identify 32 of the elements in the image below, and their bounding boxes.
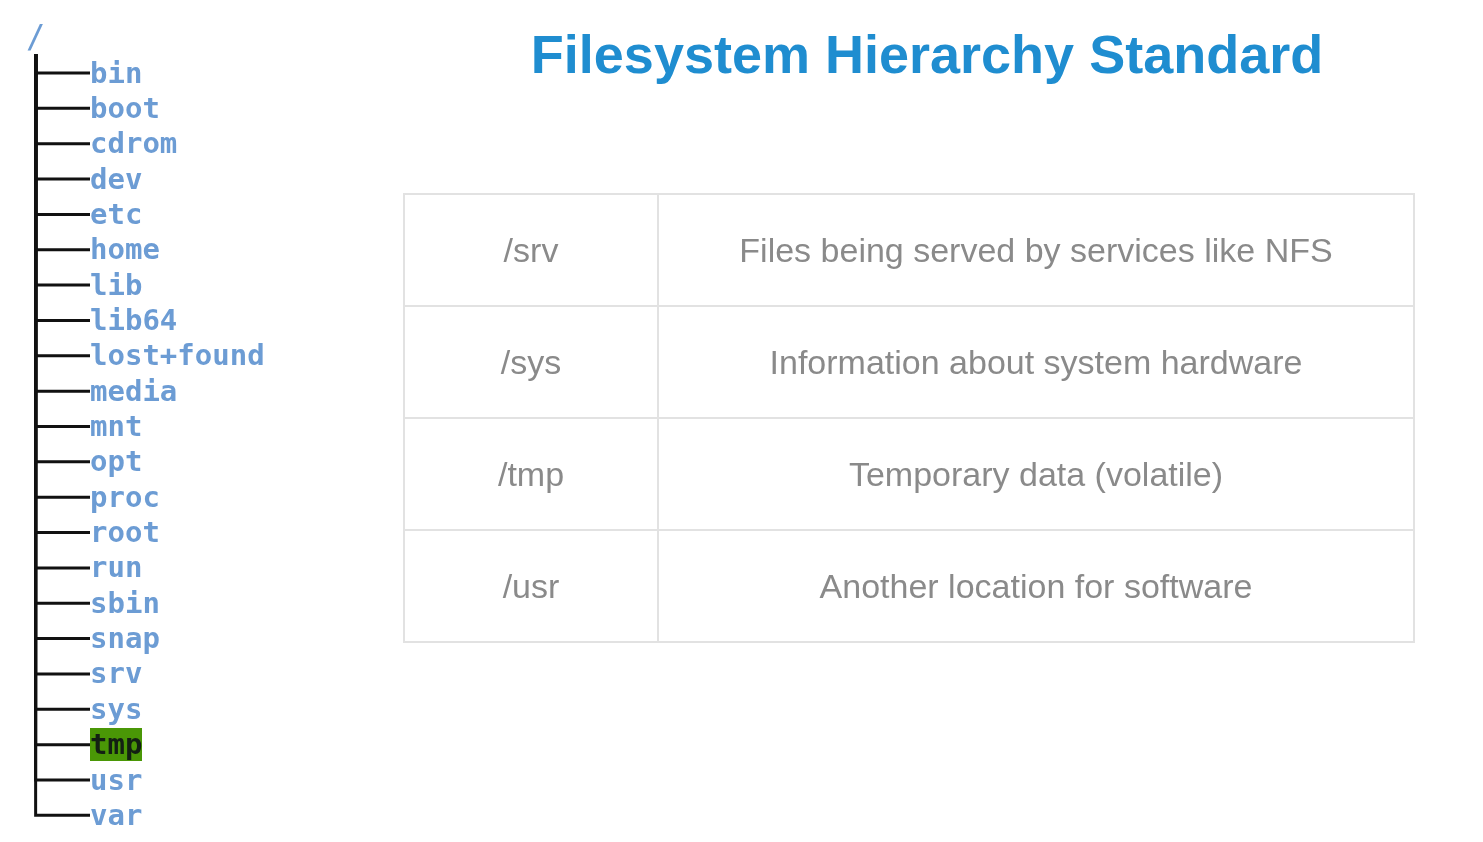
directory-name: sbin — [90, 586, 160, 620]
directory-name: proc — [90, 480, 160, 514]
table-cell: /tmp — [404, 418, 658, 530]
directory-name: media — [90, 374, 178, 408]
slide-title: Filesystem Hierarchy Standard — [530, 23, 1324, 86]
table-cell: Files being served by services like NFS — [658, 194, 1414, 306]
table-cell: /srv — [404, 194, 658, 306]
directory-name: var — [90, 798, 143, 832]
directory-name: snap — [90, 622, 160, 656]
directory-name: lib64 — [90, 303, 178, 337]
directory-name: lib — [90, 268, 143, 302]
root-directory-name: / — [26, 18, 46, 54]
directory-name: root — [90, 516, 160, 550]
directory-name: opt — [90, 445, 143, 479]
directory-name: mnt — [90, 410, 143, 443]
directory-name: bin — [90, 56, 143, 90]
table-cell: Information about system hardware — [658, 306, 1414, 418]
directory-name: boot — [90, 91, 160, 125]
directory-name: dev — [90, 162, 143, 196]
table-cell: Temporary data (volatile) — [658, 418, 1414, 530]
table-cell: /sys — [404, 306, 658, 418]
directory-name: home — [90, 233, 160, 267]
directory-name: etc — [90, 197, 143, 231]
directory-name: srv — [90, 657, 143, 691]
directory-name: cdrom — [90, 127, 178, 161]
table-cell: /usr — [404, 530, 658, 642]
table-cell: Another location for software — [658, 530, 1414, 642]
directory-name: lost+found — [90, 339, 265, 373]
directory-name: usr — [90, 763, 143, 797]
directory-name: run — [90, 551, 143, 585]
directory-name: sys — [90, 692, 143, 726]
highlighted-directory-name: tmp — [90, 728, 143, 762]
